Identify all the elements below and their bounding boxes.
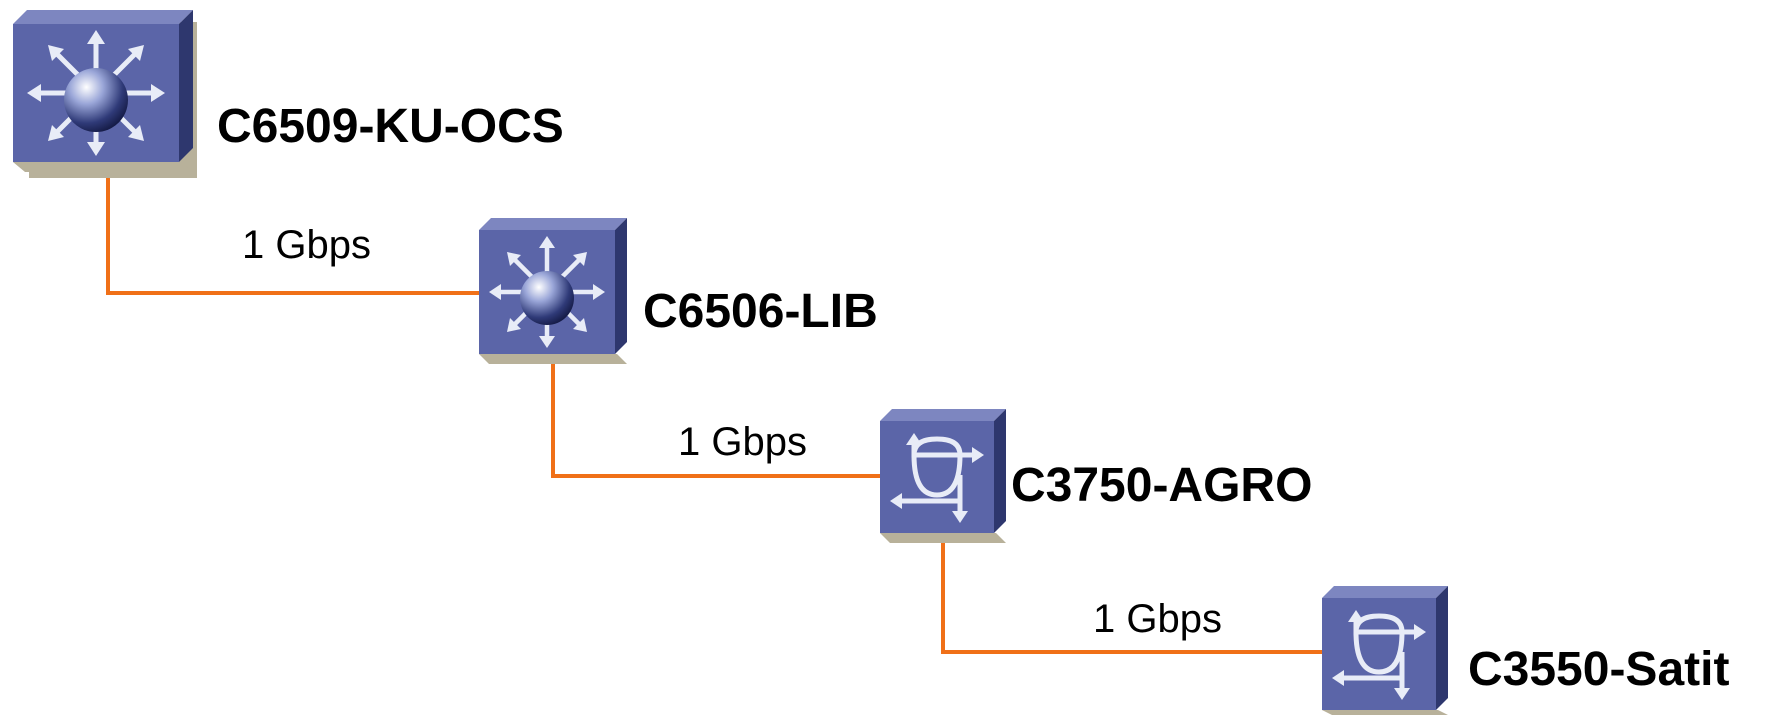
node-label-c3550: C3550-Satit [1468, 643, 1729, 696]
link-1 [106, 172, 484, 295]
multilayer-switch-icon [479, 218, 627, 364]
link-label-3: 1 Gbps [1093, 597, 1222, 641]
node-label-c6506: C6506-LIB [643, 285, 878, 338]
node-label-c3750: C3750-AGRO [1011, 459, 1312, 512]
layer3-switch-icon [1322, 586, 1448, 715]
node-label-c6509: C6509-KU-OCS [217, 100, 564, 153]
link-label-1: 1 Gbps [242, 223, 371, 267]
link-3 [941, 539, 1323, 654]
layer3-switch-icon [880, 409, 1006, 543]
link-2 [551, 363, 882, 478]
multilayer-switch-icon [13, 10, 197, 178]
link-label-2: 1 Gbps [678, 420, 807, 464]
